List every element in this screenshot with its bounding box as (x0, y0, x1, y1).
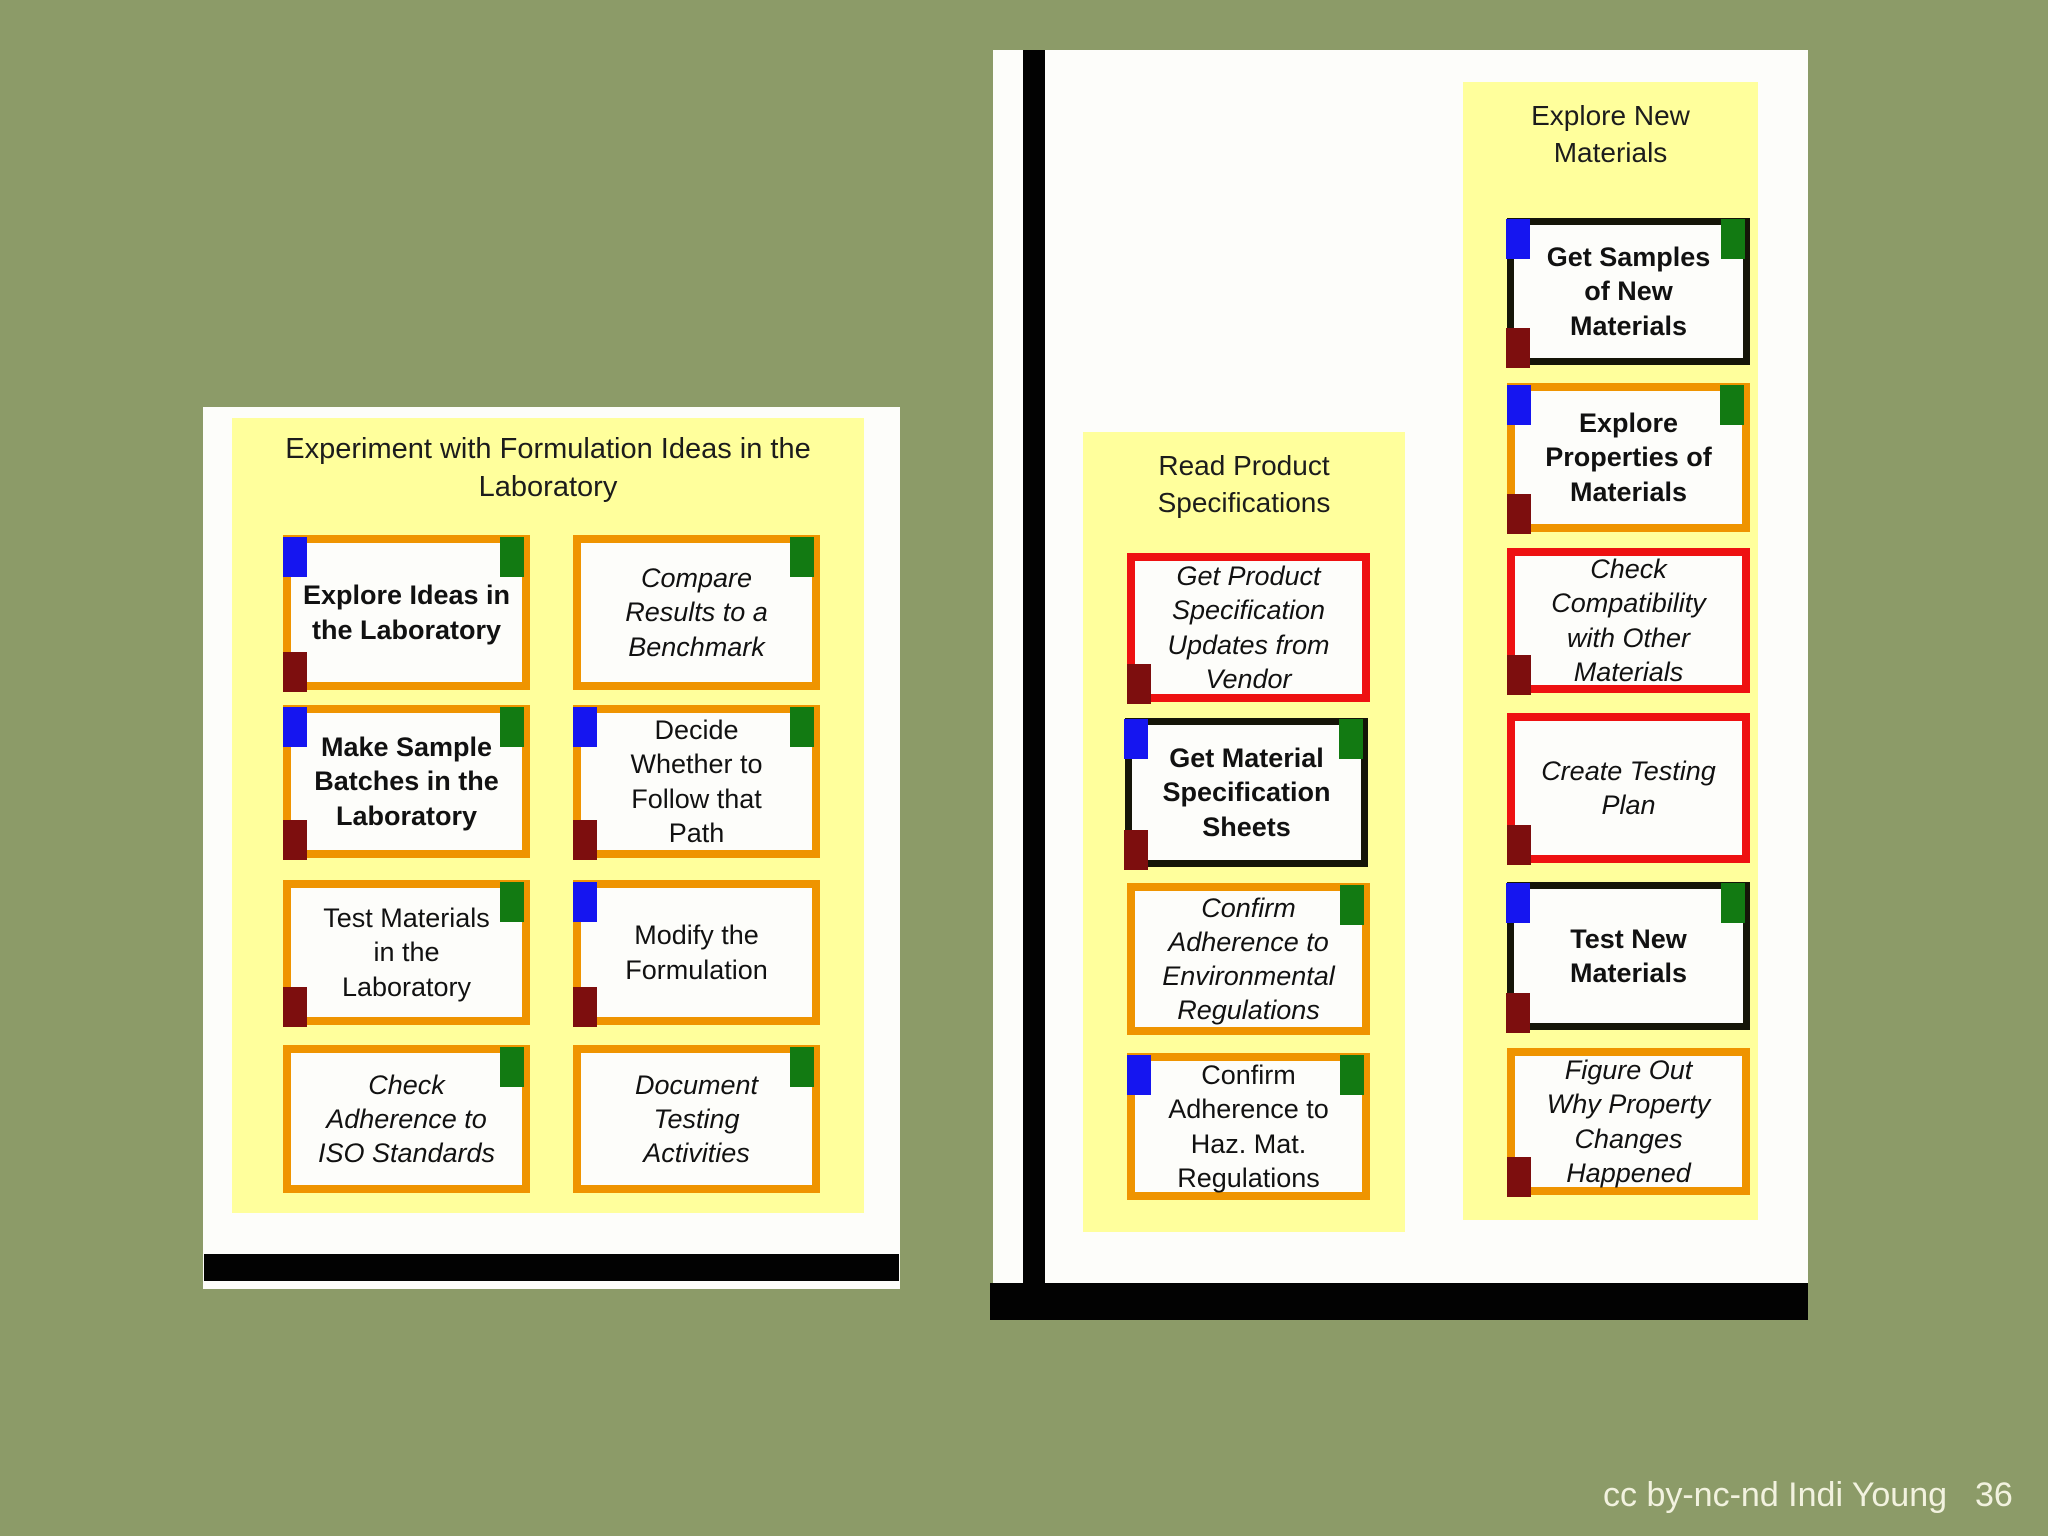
card-figure-out-why: Figure Out Why Property Changes Happened (1507, 1048, 1750, 1197)
green-tag-icon (500, 707, 524, 747)
maroon-tag-icon (283, 987, 307, 1027)
card-label: Figure Out Why Property Changes Happened (1546, 1055, 1711, 1188)
green-tag-icon (500, 1047, 524, 1087)
maroon-tag-icon (1506, 328, 1530, 368)
green-tag-icon (790, 537, 814, 577)
maroon-tag-icon (1506, 993, 1530, 1033)
green-tag-icon (790, 707, 814, 747)
blue-tag-icon (1124, 719, 1148, 759)
maroon-tag-icon (283, 820, 307, 860)
right-panel-bottom-bar (990, 1283, 1808, 1320)
card-test-materials: Test Materials in the Laboratory (283, 880, 530, 1027)
explore-new-materials-title-text: Explore New Materials (1531, 100, 1690, 168)
maroon-tag-icon (283, 652, 307, 692)
card-label: Compare Results to a Benchmark (625, 563, 768, 662)
card-compare-results: Compare Results to a Benchmark (573, 535, 820, 690)
green-tag-icon (500, 882, 524, 922)
card-label: Decide Whether to Follow that Path (630, 715, 763, 848)
green-tag-icon (790, 1047, 814, 1087)
blue-tag-icon (1506, 219, 1530, 259)
maroon-tag-icon (1507, 825, 1531, 865)
read-product-specs-title-text: Read Product Specifications (1157, 450, 1331, 518)
card-label: Check Compatibility with Other Materials (1551, 554, 1706, 687)
blue-tag-icon (283, 707, 307, 747)
maroon-tag-icon (1127, 664, 1151, 704)
card-label: Make Sample Batches in the Laboratory (314, 732, 499, 831)
footer-credit: cc by-nc-nd Indi Young (1603, 1476, 1948, 1514)
card-label: Get Product Specification Updates from V… (1167, 561, 1330, 694)
left-group-title: Experiment with Formulation Ideas in the… (232, 430, 864, 520)
card-confirm-haz-mat: Confirm Adherence to Haz. Mat. Regulatio… (1127, 1053, 1370, 1200)
blue-tag-icon (1127, 1055, 1151, 1095)
card-label: Document Testing Activities (634, 1069, 759, 1168)
maroon-tag-icon (573, 987, 597, 1027)
card-label: Modify the Formulation (625, 920, 768, 985)
card-label: Test New Materials (1569, 923, 1688, 988)
card-label: Confirm Adherence to Environmental Regul… (1162, 892, 1335, 1026)
green-tag-icon (1721, 219, 1745, 259)
card-label: Get Material Specification Sheets (1162, 743, 1331, 842)
green-tag-icon (500, 537, 524, 577)
card-check-iso: Check Adherence to ISO Standards (283, 1045, 530, 1193)
green-tag-icon (1720, 385, 1744, 425)
card-confirm-environmental: Confirm Adherence to Environmental Regul… (1127, 883, 1370, 1035)
card-get-material-spec-sheets: Get Material Specification Sheets (1124, 718, 1368, 870)
card-label: Explore Properties of Materials (1545, 408, 1712, 507)
blue-tag-icon (573, 882, 597, 922)
maroon-tag-icon (1124, 830, 1148, 870)
maroon-tag-icon (573, 820, 597, 860)
card-get-product-spec-updates: Get Product Specification Updates from V… (1127, 553, 1370, 704)
blue-tag-icon (1507, 385, 1531, 425)
card-test-new-materials: Test New Materials (1506, 882, 1750, 1033)
footer-page-number: 36 (1975, 1476, 2013, 1514)
card-modify-formulation: Modify the Formulation (573, 880, 820, 1027)
card-check-compatibility: Check Compatibility with Other Materials (1507, 548, 1750, 695)
card-explore-properties: Explore Properties of Materials (1507, 383, 1750, 534)
maroon-tag-icon (1507, 494, 1531, 534)
card-label: Explore Ideas in the Laboratory (302, 580, 511, 645)
blue-tag-icon (573, 707, 597, 747)
left-group-title-text: Experiment with Formulation Ideas in the… (285, 433, 811, 504)
explore-new-materials-title: Explore New Materials (1463, 98, 1758, 188)
blue-tag-icon (1506, 883, 1530, 923)
card-label: Check Adherence to ISO Standards (317, 1069, 496, 1168)
card-get-samples: Get Samples of New Materials (1506, 218, 1750, 368)
card-label: Create Testing Plan (1541, 755, 1716, 820)
card-create-testing-plan: Create Testing Plan (1507, 713, 1750, 865)
card-explore-ideas: Explore Ideas in the Laboratory (283, 535, 530, 692)
card-document-testing: Document Testing Activities (573, 1045, 820, 1193)
green-tag-icon (1721, 883, 1745, 923)
card-label: Get Samples of New Materials (1546, 242, 1711, 341)
green-tag-icon (1339, 719, 1363, 759)
card-decide-whether: Decide Whether to Follow that Path (573, 705, 820, 860)
green-tag-icon (1340, 1055, 1364, 1095)
left-panel-bottom-bar (204, 1254, 899, 1281)
read-product-specs-title: Read Product Specifications (1083, 448, 1405, 538)
maroon-tag-icon (1507, 1157, 1531, 1197)
card-label: Confirm Adherence to Haz. Mat. Regulatio… (1168, 1060, 1329, 1193)
right-panel-left-bar (1023, 50, 1045, 1283)
blue-tag-icon (283, 537, 307, 577)
card-make-sample-batches: Make Sample Batches in the Laboratory (283, 705, 530, 860)
card-label: Test Materials in the Laboratory (323, 903, 490, 1002)
green-tag-icon (1340, 885, 1364, 925)
maroon-tag-icon (1507, 655, 1531, 695)
